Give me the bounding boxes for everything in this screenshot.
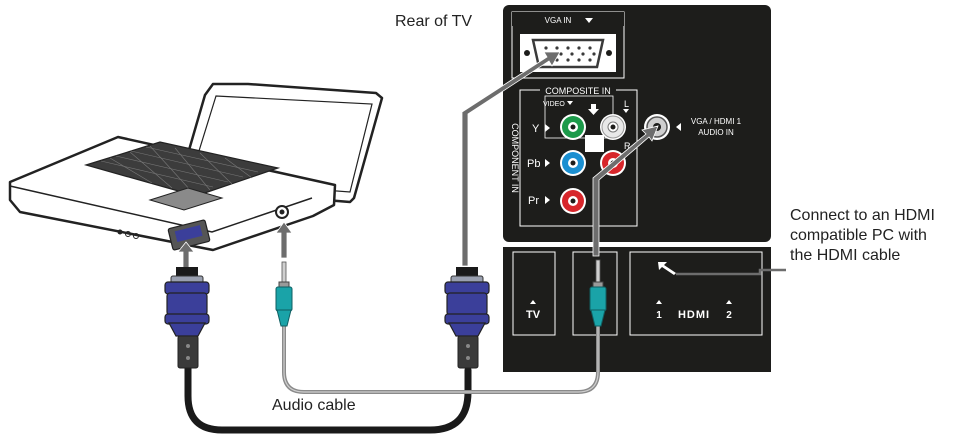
audio-cable-label: Audio cable [272,397,356,414]
vga-plug-tv [444,267,490,369]
hdmi-1-arrow-icon [656,300,662,304]
jack-l-white [600,114,626,140]
hdmi-logo: HDMI [678,309,710,321]
composite-in-label: COMPOSITE IN [545,86,611,96]
pb-label: Pb [527,158,540,170]
video-arrow-icon [567,101,573,105]
arrow-laptop-audio-icon [275,221,293,259]
audio-plug-tv [589,259,607,327]
tv-port-label: TV [526,309,541,321]
vga-plug-laptop [164,267,210,369]
l-label: L [624,99,629,109]
hdmi-callout-line-2: compatible PC with [790,227,927,244]
laptop-touchpad [148,187,224,211]
video-label: VIDEO [543,101,565,108]
vga-cable-line [184,364,472,434]
hdmi-callout-line-3: the HDMI cable [790,247,901,264]
rear-of-tv-label: Rear of TV [395,13,473,30]
jack-y-green [560,114,586,140]
vga-in-area: VGA IN [511,11,625,79]
callout-leader-line [676,268,786,276]
tv-port-arrow-icon [530,300,536,304]
y-label: Y [532,123,540,135]
arrow-tv-audio-icon [592,125,659,257]
audio-in-label-line2: AUDIO IN [698,128,734,137]
l-arrow-icon [623,109,629,113]
pr-arrow-icon [545,196,550,204]
hdmi-callout: Connect to an HDMI compatible PC with th… [790,206,970,266]
hdmi-port-2-label: 2 [726,310,732,321]
arrow-tv-vga-icon [461,51,561,267]
component-in-label: COMPONENT IN [510,123,520,193]
vga-cable [184,364,472,434]
audio-in-label-line1: VGA / HDMI 1 [691,117,742,126]
hdmi-callout-line-1: Connect to an HDMI [790,207,935,224]
vga-in-arrow-icon [585,18,593,23]
hdmi-pointer-arrow-icon [658,262,676,275]
audio-plug-laptop [275,261,293,327]
jack-pb-blue [560,150,586,176]
laptop [8,82,384,252]
ferrite-core-tv [457,335,479,369]
hdmi-2-arrow-icon [726,300,732,304]
pr-label: Pr [528,195,539,207]
audio-in-arrow-icon [676,123,681,131]
shared-jack-marker [585,135,604,152]
vga-in-label: VGA IN [545,16,572,25]
jack-pr-red [560,188,586,214]
ferrite-core-laptop [177,335,199,369]
tv-panel-lower [503,247,771,372]
hdmi-area: 1 HDMI 2 [629,251,763,336]
tv-antenna-area: TV [512,251,556,336]
hdmi-port-1-label: 1 [656,310,662,321]
r-label: R [624,141,631,151]
y-arrow-icon [545,124,550,132]
pb-arrow-icon [545,159,550,167]
down-arrow-icon [588,104,599,115]
audio-cable [282,322,600,394]
